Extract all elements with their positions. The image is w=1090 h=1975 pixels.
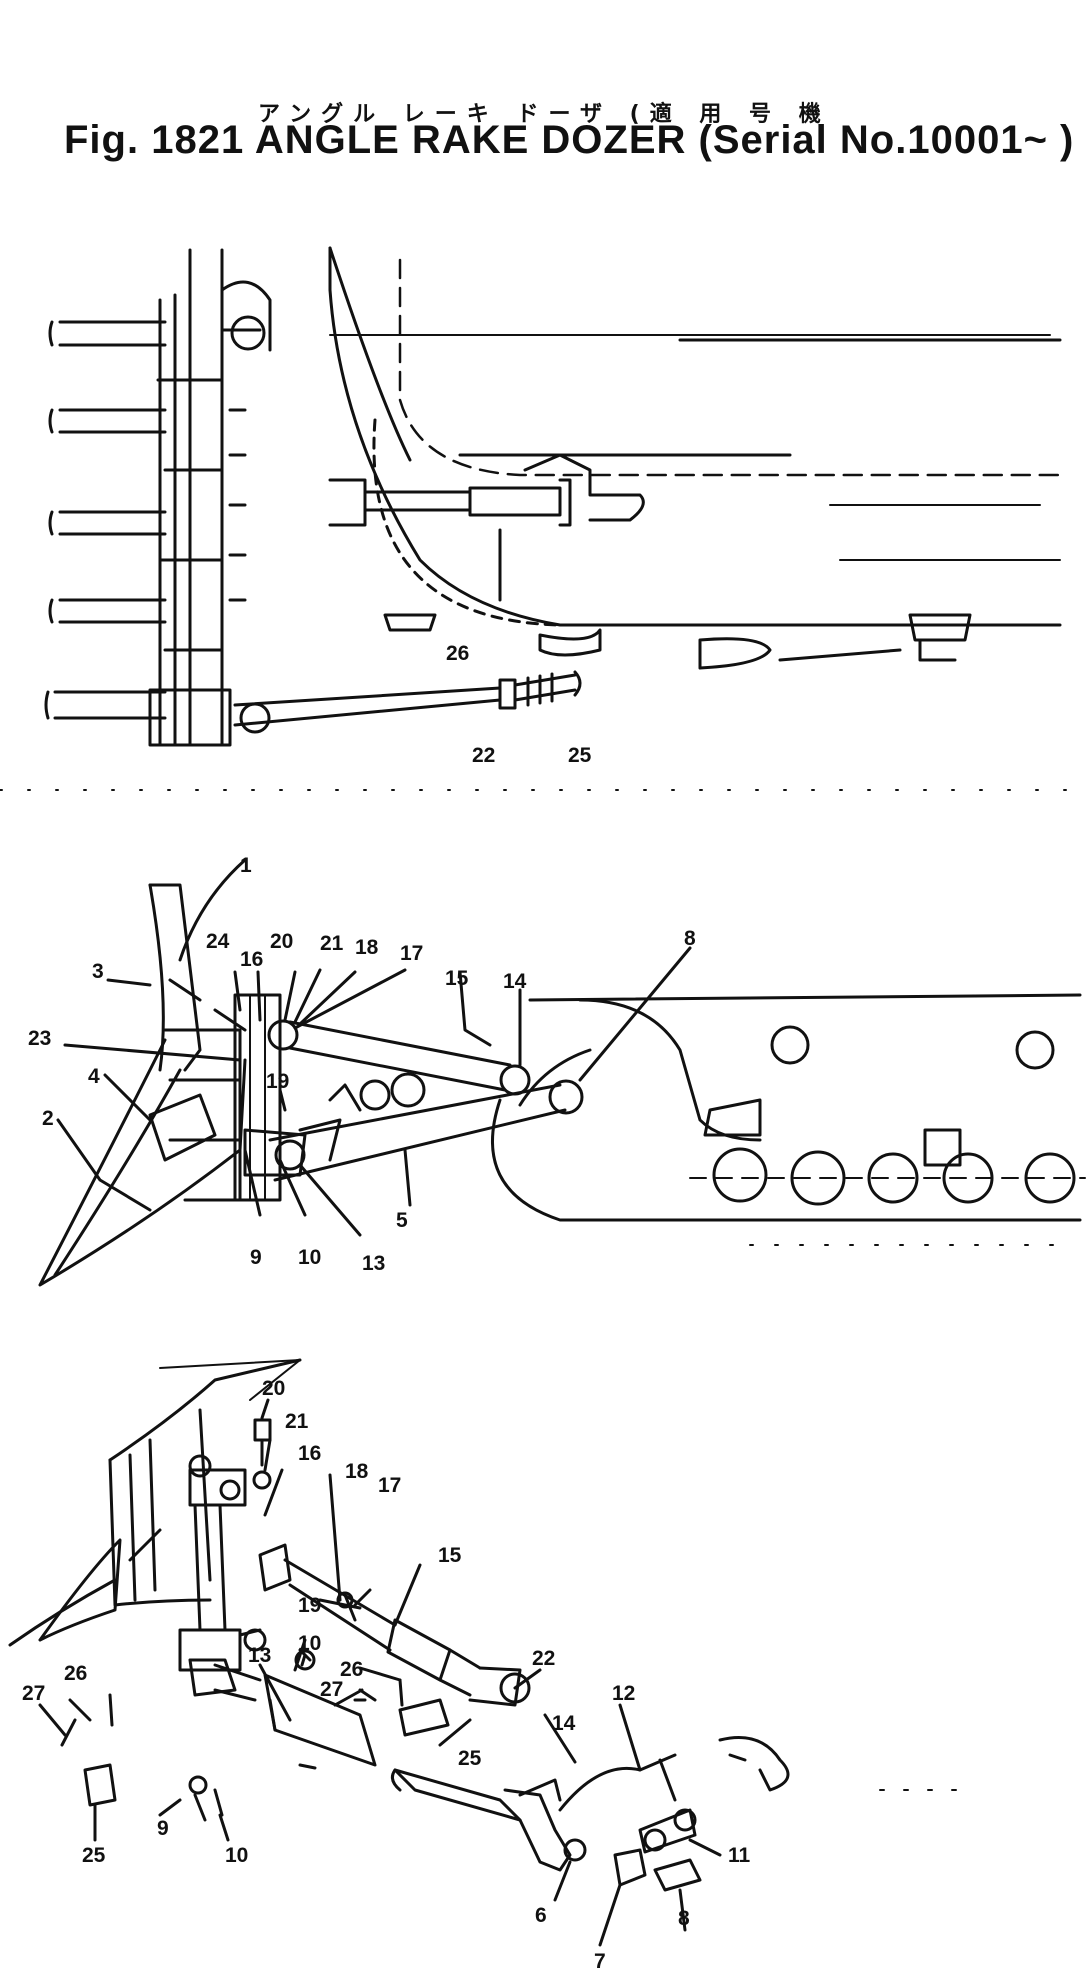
callout-25-bottom-mid: 25	[458, 1747, 482, 1770]
callout-3-mid: 3	[92, 960, 104, 983]
callout-26-bottom-left: 26	[64, 1662, 87, 1685]
callout-10-bottom-bolt: 10	[298, 1632, 321, 1655]
callout-25-top: 25	[568, 744, 592, 767]
callout-7-bottom: 7	[594, 1950, 606, 1973]
callout-21-bottom: 21	[285, 1410, 309, 1433]
callout-25-bottom-left: 25	[82, 1844, 106, 1867]
callout-22-bottom: 22	[532, 1647, 555, 1670]
callout-20-mid: 20	[270, 930, 293, 953]
callout-26-top: 26	[446, 642, 469, 665]
callout-21-mid: 21	[320, 932, 344, 955]
callout-13-bottom: 13	[248, 1644, 271, 1667]
callout-10-bottom-nut: 10	[225, 1844, 248, 1867]
callout-9-mid: 9	[250, 1246, 262, 1269]
callout-13-mid: 13	[362, 1252, 385, 1275]
callout-20-bottom: 20	[262, 1377, 285, 1400]
callout-15-bottom: 15	[438, 1544, 462, 1567]
callout-23-mid: 23	[28, 1027, 51, 1050]
callout-18-bottom: 18	[345, 1460, 369, 1483]
callout-26-bottom-mid: 26	[340, 1658, 363, 1681]
callout-5-mid: 5	[396, 1209, 408, 1232]
callout-1-mid: 1	[240, 854, 252, 877]
callout-9-bottom: 9	[157, 1817, 169, 1840]
figure-title-kana: アングル レーキ ドーザ (適 用 号 機	[258, 102, 831, 127]
callout-8-mid: 8	[684, 927, 696, 950]
callout-17-mid: 17	[400, 942, 423, 965]
exploded-view-drawing	[8, 1358, 961, 1947]
callout-2-mid: 2	[42, 1107, 54, 1130]
side-view-drawing	[38, 858, 1086, 1287]
callout-19-mid: 19	[266, 1070, 289, 1093]
callout-24-mid: 24	[206, 930, 230, 953]
callout-14-mid: 14	[503, 970, 527, 993]
callout-27-bottom-left: 27	[22, 1682, 45, 1705]
callout-17-bottom: 17	[378, 1474, 401, 1497]
callout-14-bottom: 14	[552, 1712, 576, 1735]
callout-8-bottom: 8	[678, 1907, 690, 1930]
callout-11-bottom: 11	[728, 1844, 751, 1867]
callout-16-bottom: 16	[298, 1442, 321, 1465]
callout-6-bottom: 6	[535, 1904, 547, 1927]
callout-22-top: 22	[472, 744, 495, 767]
callout-18-mid: 18	[355, 936, 379, 959]
callout-15-mid: 15	[445, 967, 469, 990]
callout-12-bottom: 12	[612, 1682, 635, 1705]
figure-title: Fig. 1821 ANGLE RAKE DOZER (Serial No.10…	[64, 118, 1075, 162]
top-view-drawing	[0, 246, 1090, 791]
callout-10-mid: 10	[298, 1246, 321, 1269]
callout-4-mid: 4	[88, 1065, 100, 1088]
callout-19-bottom: 19	[298, 1594, 321, 1617]
callout-27-bottom-mid: 27	[320, 1678, 343, 1701]
callout-16-mid: 16	[240, 948, 263, 971]
